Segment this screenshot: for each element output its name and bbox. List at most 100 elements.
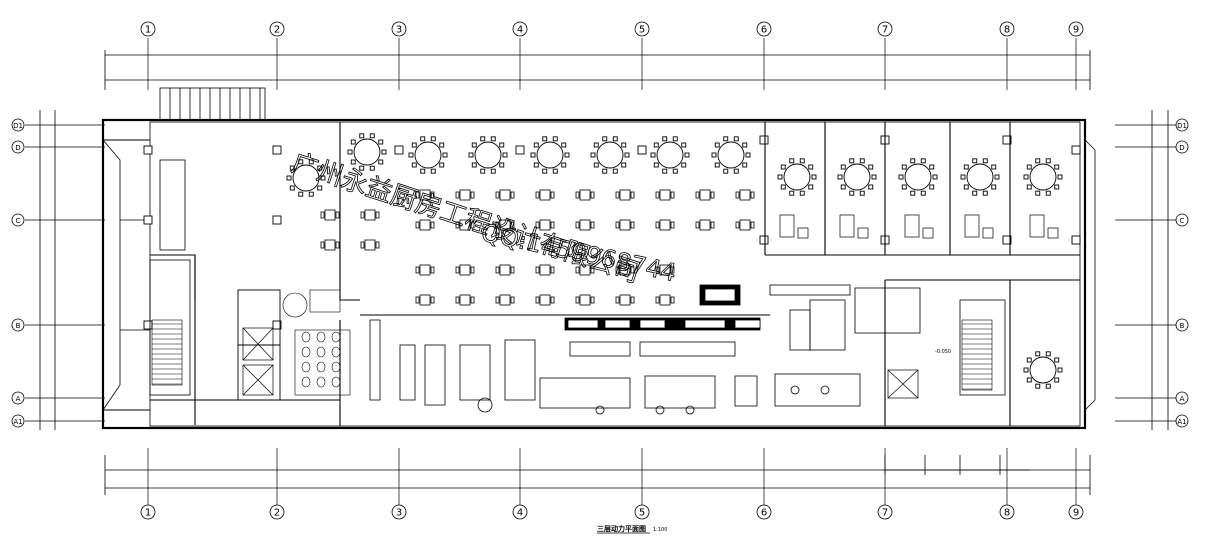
- grid-label-col: 3: [396, 25, 402, 36]
- grid-bubble-col: [269, 21, 285, 37]
- grid-bubble-row: [11, 118, 25, 132]
- grid-label-col: 2: [274, 25, 280, 36]
- square-table: [455, 189, 475, 201]
- left-window-bays: [102, 139, 1096, 411]
- grid-label-col: 5: [639, 508, 645, 519]
- grid-bubble-row: [11, 391, 25, 405]
- grid-bubble-col: [140, 504, 156, 520]
- bottom-dimension-line: [104, 455, 1091, 495]
- grid-label-col: 3: [396, 508, 402, 519]
- square-table: [455, 219, 475, 231]
- drawing-title: 三层动力平面图: [597, 524, 646, 533]
- column-pillar: [759, 135, 769, 145]
- grid-bubble-row: [11, 318, 25, 332]
- grid-bubble-row: [11, 213, 25, 227]
- square-table: [615, 264, 635, 276]
- grid-label-col: 8: [1004, 25, 1010, 36]
- square-table: [575, 264, 595, 276]
- column-pillar: [272, 320, 282, 330]
- grid-label-row: A1: [1177, 418, 1186, 426]
- round-table: [590, 136, 630, 174]
- square-table: [535, 294, 555, 306]
- grid-bubble-col: [1068, 21, 1084, 37]
- grid-label-col: 9: [1073, 508, 1079, 519]
- room-sofa: [982, 227, 994, 239]
- square-table: [615, 294, 635, 306]
- room-sideboard: [839, 214, 855, 238]
- side-dimension-lines: [39, 110, 1169, 430]
- grid-label-row: A: [16, 395, 21, 403]
- square-table: [575, 294, 595, 306]
- round-table: [777, 158, 817, 196]
- round-table: [286, 159, 326, 197]
- grid-label-col: 5: [639, 25, 645, 36]
- column-pillar: [1071, 235, 1081, 245]
- grid-label-col: 2: [274, 508, 280, 519]
- square-table: [320, 209, 340, 221]
- round-table: [711, 136, 751, 174]
- grid-bubble-row: [1175, 414, 1189, 428]
- grid-label-row: C: [16, 217, 21, 225]
- grid-bubble-row: [1175, 118, 1189, 132]
- square-table: [495, 189, 515, 201]
- column-pillar: [637, 145, 647, 155]
- round-table: [347, 133, 387, 171]
- column-pillar: [394, 145, 404, 155]
- square-table: [495, 264, 515, 276]
- square-table: [320, 239, 340, 251]
- grid-label-row: D: [1179, 144, 1184, 152]
- grid-bubble-row: [11, 140, 25, 154]
- grid-bubble-row: [11, 414, 25, 428]
- square-table: [360, 239, 380, 251]
- square-table: [655, 189, 675, 201]
- grid-label-row: B: [16, 322, 21, 330]
- square-table: [695, 219, 715, 231]
- grid-label-row: C: [1180, 217, 1185, 225]
- grid-bubble-col: [634, 21, 650, 37]
- square-table: [535, 264, 555, 276]
- drawing-scale: 1:100: [653, 527, 667, 533]
- square-table: [535, 189, 555, 201]
- square-table: [415, 294, 435, 306]
- watermark-qq: QQ:1459968744: [479, 218, 679, 287]
- column-pillar: [272, 215, 282, 225]
- round-table: [898, 158, 938, 196]
- grid-label-col: 4: [517, 508, 523, 519]
- grid-label-row: A: [1180, 395, 1185, 403]
- square-table: [655, 264, 675, 276]
- square-table: [535, 219, 555, 231]
- stairs: [151, 319, 993, 391]
- elevators: [242, 327, 919, 399]
- grid-label-col: 6: [761, 25, 767, 36]
- grid-label-row: D1: [13, 122, 23, 130]
- grid-label-col: 7: [882, 508, 888, 519]
- round-table: [468, 136, 508, 174]
- column-pillar: [1002, 235, 1012, 245]
- grid-bubble-col: [999, 21, 1015, 37]
- square-table: [655, 219, 675, 231]
- round-table: [650, 136, 690, 174]
- grid-bubble-col: [512, 21, 528, 37]
- grid-bubble-col: [877, 21, 893, 37]
- room-sideboard: [779, 214, 795, 238]
- room-sideboard: [964, 214, 980, 238]
- round-table: [408, 136, 448, 174]
- column-pillar: [143, 215, 153, 225]
- top-balcony: [159, 87, 266, 121]
- column-grid-lines: [147, 38, 1077, 505]
- column-pillar: [515, 145, 525, 155]
- square-table: [360, 209, 380, 221]
- grid-label-col: 1: [145, 508, 151, 519]
- grid-label-col: 7: [882, 25, 888, 36]
- grid-label-col: 9: [1073, 25, 1079, 36]
- room-sofa: [1047, 227, 1059, 239]
- grid-bubble-col: [140, 21, 156, 37]
- column-pillar: [143, 145, 153, 155]
- grid-bubble-col: [269, 504, 285, 520]
- grid-bubble-row: [1175, 213, 1189, 227]
- grid-label-col: 8: [1004, 508, 1010, 519]
- grid-label-col: 1: [145, 25, 151, 36]
- square-table: [415, 264, 435, 276]
